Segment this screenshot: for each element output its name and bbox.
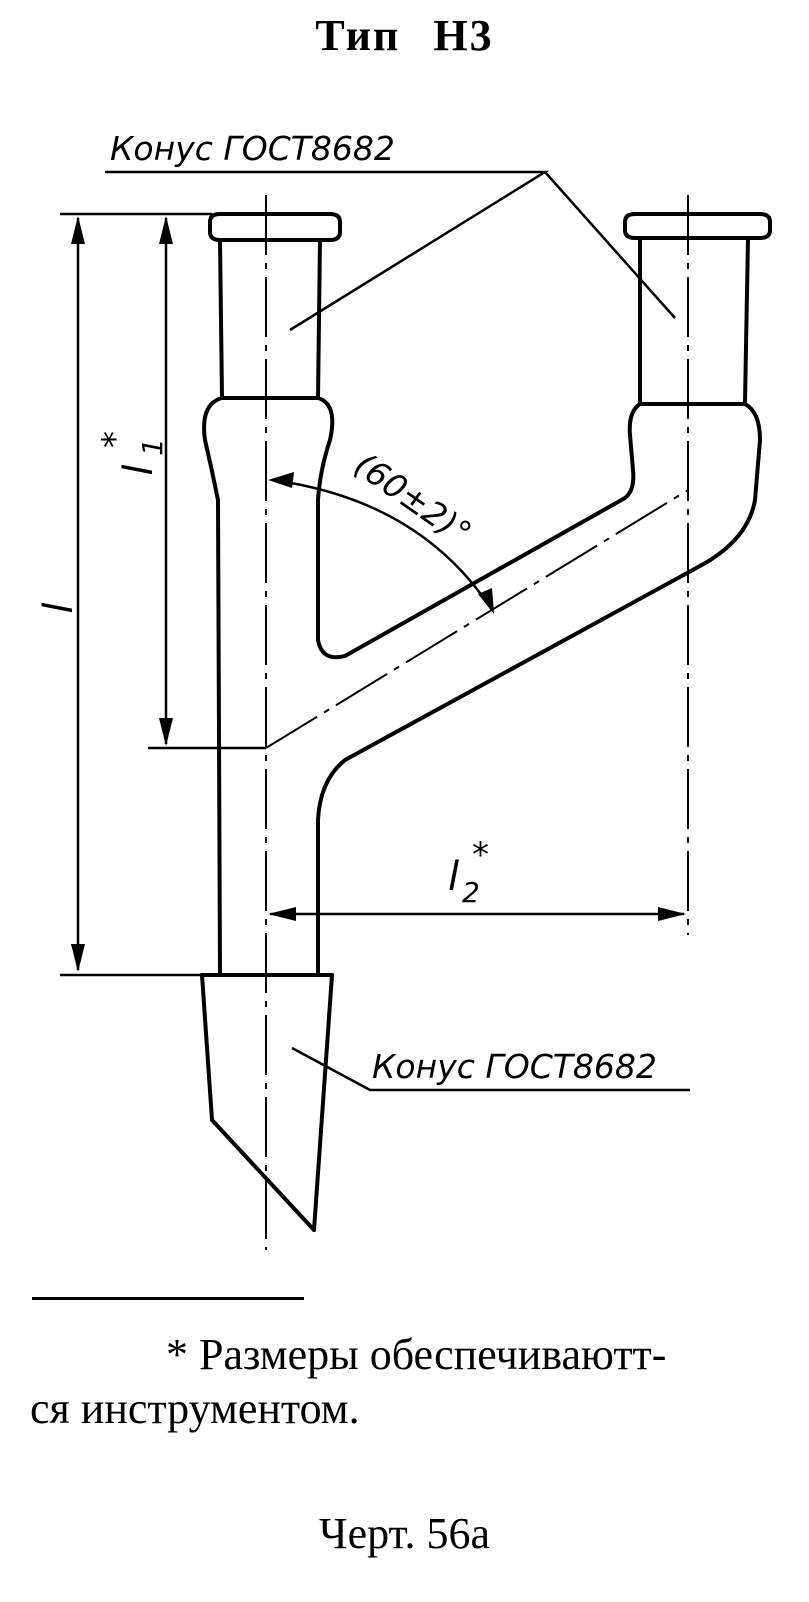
footnote-divider <box>32 1297 304 1300</box>
angle-arrow-start <box>268 472 294 488</box>
l2-arrow-left <box>268 907 296 921</box>
l2-arrow-right <box>658 907 686 921</box>
left-bulb-right <box>316 396 335 502</box>
top-callout-leader <box>105 170 550 332</box>
l2-label-main: l <box>448 854 459 900</box>
branch-inner <box>316 402 642 660</box>
angle-arrow-end <box>478 588 494 614</box>
l2-label-star: * <box>472 835 489 875</box>
branch-outer <box>698 402 762 568</box>
top-cone-callout: Конус ГОСТ8682 <box>110 129 395 168</box>
arrowheads <box>71 216 686 972</box>
footnote-line-1: * Размеры обеспечиваютт- <box>166 1330 667 1379</box>
footnote-line-2: ся инструментом. <box>30 1384 360 1433</box>
dimension-lines <box>60 170 690 1092</box>
main-tube-right-lower <box>316 564 702 822</box>
l2-label-subscript: 2 <box>462 876 480 909</box>
l2-label: l 2 * <box>448 835 489 909</box>
bottom-cone-bevel <box>210 1118 316 1232</box>
l1-label-star: * <box>95 431 135 448</box>
bottom-cone-left <box>200 973 214 1122</box>
l1-arrow-top <box>159 216 173 244</box>
left-socket-wall-left <box>218 238 224 400</box>
angle-label: (60±2)° <box>347 445 478 553</box>
center-lines <box>265 195 689 1250</box>
right-socket <box>623 212 772 240</box>
main-tube-left <box>216 498 222 977</box>
bottom-cone-right <box>312 973 334 1232</box>
branch-axis-line <box>265 489 689 749</box>
bottom-cone-callout: Конус ГОСТ8682 <box>372 1047 657 1086</box>
drawing-title: Тип Н3 <box>315 11 494 60</box>
left-socket-wall-right <box>316 238 322 400</box>
angle-arc <box>271 478 494 611</box>
l-arrow-bottom <box>71 944 85 972</box>
figure-caption: Черт. 56а <box>319 1509 490 1558</box>
bottom-callout-leader <box>291 1046 690 1092</box>
right-socket-wall-right <box>743 236 750 404</box>
left-bulb <box>202 396 224 502</box>
l1-label-subscript: 1 <box>136 438 169 456</box>
footnote: * Размеры обеспечиваютт- ся инструментом… <box>30 1328 790 1436</box>
left-socket <box>208 212 342 242</box>
l1-arrow-bottom <box>159 718 173 746</box>
l-arrow-top <box>71 216 85 244</box>
top-callout-leader-2 <box>544 171 676 319</box>
l-label: l <box>36 602 82 613</box>
glassware-outline <box>200 212 772 1232</box>
l1-label-main: l <box>116 464 162 475</box>
l1-label: l 1 * <box>95 431 169 476</box>
